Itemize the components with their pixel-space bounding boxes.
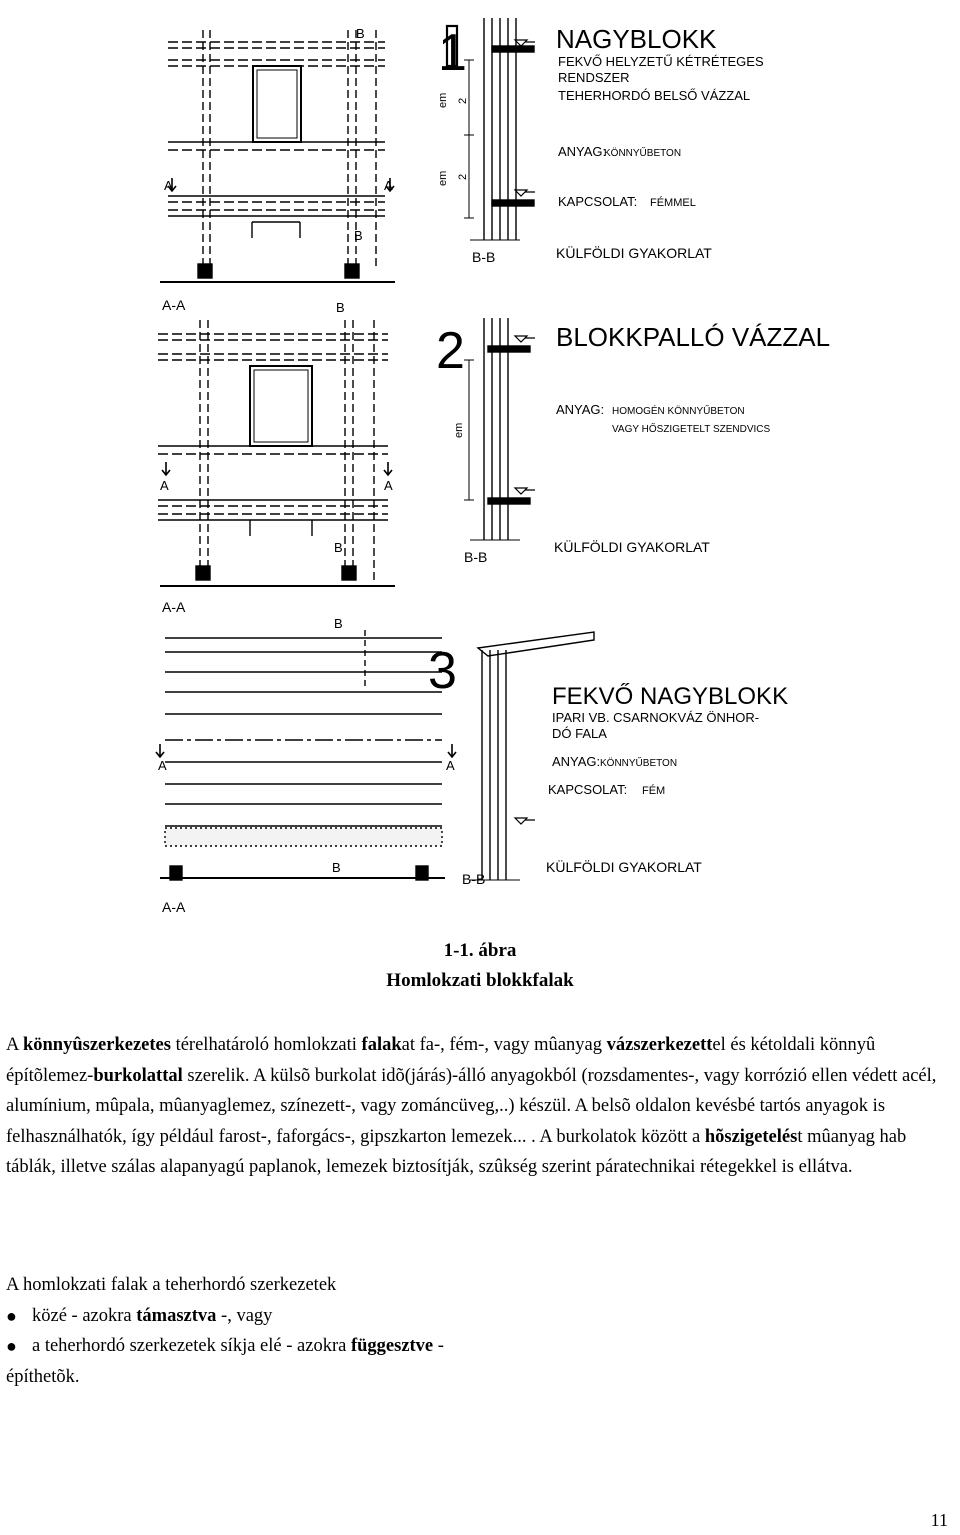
panel-2-title: BLOKKPALLÓ VÁZZAL <box>556 322 830 352</box>
panel-1-connection-label: KAPCSOLAT: <box>558 194 637 209</box>
text-run: A <box>6 1035 23 1055</box>
bold-term: függesztve <box>350 1336 434 1356</box>
panel-2-material-label: ANYAG: <box>556 402 604 417</box>
bold-term: burkolattal <box>93 1065 183 1086</box>
panel-1-title: NAGYBLOKK <box>556 24 717 54</box>
text-run: -, vagy <box>216 1305 273 1326</box>
page-number: 11 <box>930 1510 948 1530</box>
panel-3-marker-a-right: A <box>446 758 455 773</box>
bold-term: támasztva <box>136 1305 217 1326</box>
panel-1-marker-a-right: A <box>384 178 393 193</box>
panel-1-dim-em-lower: em <box>437 171 449 186</box>
bullet-icon: ● <box>6 1336 17 1356</box>
panel-1-material-label: ANYAG: <box>558 144 606 159</box>
panel-1-subtitle-3: TEHERHORDÓ BELSŐ VÁZZAL <box>558 88 750 103</box>
bold-term: könnyûszerkezetes <box>22 1035 171 1055</box>
panel-3-elevation <box>155 630 457 881</box>
panel-3-practice: KÜLFÖLDI GYAKORLAT <box>546 858 702 875</box>
panel-1-marker-b-top: B <box>356 26 365 41</box>
list-tail: építhetõk. <box>6 1366 80 1387</box>
panel-1-marker-b-mid: B <box>354 228 363 243</box>
bold-term: vázszerkezett <box>606 1035 713 1055</box>
panel-3-section <box>470 631 595 881</box>
panel-1-section-aa: A-A <box>162 297 186 313</box>
panel-1-dim-2-upper: 2 <box>457 98 469 104</box>
facade-block-wall-drawing: 1 NAGYBLOKK FEKVŐ HELYZETŰ KÉTRÉTEGES RE… <box>155 18 830 915</box>
panel-2-section <box>464 318 535 541</box>
panel-1-section-bb: B-B <box>472 249 495 265</box>
list-item-text: a teherhordó szerkezetek síkja elé - azo… <box>32 1331 444 1362</box>
list-block: A homlokzati falak a teherhordó szerkeze… <box>6 1270 946 1392</box>
panel-3-material-label: ANYAG: <box>552 754 600 769</box>
panel-1-dim-2-lower: 2 <box>457 174 469 180</box>
body-paragraph: A könnyûszerkezetes térelhatároló homlok… <box>6 1030 950 1183</box>
panel-3-connection: FÉM <box>642 784 665 797</box>
panel-3-marker-a-left: A <box>158 758 167 773</box>
panel-3-subtitle-2: DÓ FALA <box>552 726 607 741</box>
panel-3-material: KÖNNYŰBETON <box>600 755 677 769</box>
text-run: el és kétoldali könnyû építõlemez- <box>6 1035 876 1086</box>
panel-2-elevation <box>158 320 395 587</box>
text-run: - <box>433 1336 444 1356</box>
panel-1-subtitle-1: FEKVŐ HELYZETŰ KÉTRÉTEGES <box>558 54 764 69</box>
text-run: szerelik. A külsõ burkolat idõ(járás)-ál… <box>6 1065 937 1147</box>
panel-2-marker-a-right: A <box>384 478 393 493</box>
panel-3-section-aa: A-A <box>162 899 186 915</box>
list-item-text: közé - azokra támasztva -, vagy <box>32 1301 272 1332</box>
panel-1-dim-em-upper: em <box>437 93 449 108</box>
text-run: közé - azokra <box>32 1305 137 1326</box>
list-item: ● közé - azokra támasztva -, vagy <box>6 1301 946 1332</box>
text-run: térelhatároló homlokzati <box>170 1035 362 1055</box>
panel-2-section-bb: B-B <box>464 549 487 565</box>
panel-3-marker-b-top: B <box>334 616 343 631</box>
bold-term: falak <box>361 1035 402 1055</box>
text-run: at fa-, fém-, vagy mûanyag <box>401 1035 607 1055</box>
panel-3-section-bb: B-B <box>462 871 485 887</box>
panel-3-subtitle-1: IPARI VB. CSARNOKVÁZ ÖNHOR- <box>552 710 759 725</box>
list-intro: A homlokzati falak a teherhordó szerkeze… <box>6 1275 337 1295</box>
panel-1-section <box>445 18 535 241</box>
panel-1-subtitle-2: RENDSZER <box>558 70 630 85</box>
panel-1-number: 1 <box>438 24 467 82</box>
panel-2-material-1: HOMOGÉN KÖNNYŰBETON <box>612 403 745 417</box>
panel-3-connection-label: KAPCSOLAT: <box>548 782 627 797</box>
panel-3-title: FEKVŐ NAGYBLOKK <box>552 683 788 710</box>
figure-caption-number: 1-1. ábra <box>443 940 517 961</box>
panel-2-marker-b-top: B <box>336 300 345 315</box>
text-run: a teherhordó szerkezetek síkja elé - azo… <box>32 1336 351 1356</box>
bold-term: hõszigetelés <box>704 1126 798 1147</box>
bullet-icon: ● <box>6 1305 17 1326</box>
panel-1-connection: FÉMMEL <box>650 196 696 209</box>
panel-2-material-2: VAGY HŐSZIGETELT SZENDVICS <box>612 421 771 435</box>
panel-3-number: 3 <box>428 642 457 700</box>
panel-1-elevation <box>160 30 395 283</box>
figure-caption-title: Homlokzati blokkfalak <box>386 970 574 991</box>
panel-2-number: 2 <box>436 322 465 380</box>
panel-1-marker-a-left: A <box>164 178 173 193</box>
panel-1-practice: KÜLFÖLDI GYAKORLAT <box>556 244 712 261</box>
panel-2-marker-b-mid: B <box>334 540 343 555</box>
panel-2-section-aa: A-A <box>162 599 186 615</box>
panel-2-marker-a-left: A <box>160 478 169 493</box>
panel-2-practice: KÜLFÖLDI GYAKORLAT <box>554 538 710 555</box>
list-item: ● a teherhordó szerkezetek síkja elé - a… <box>6 1331 946 1362</box>
panel-3-marker-b-bottom: B <box>332 860 341 875</box>
text-run: t mûanyag hab táblák, illetve szálas ala… <box>6 1126 907 1178</box>
panel-1-material: KÖNNYŰBETON <box>604 145 681 159</box>
panel-2-dim-em: em <box>453 423 465 438</box>
